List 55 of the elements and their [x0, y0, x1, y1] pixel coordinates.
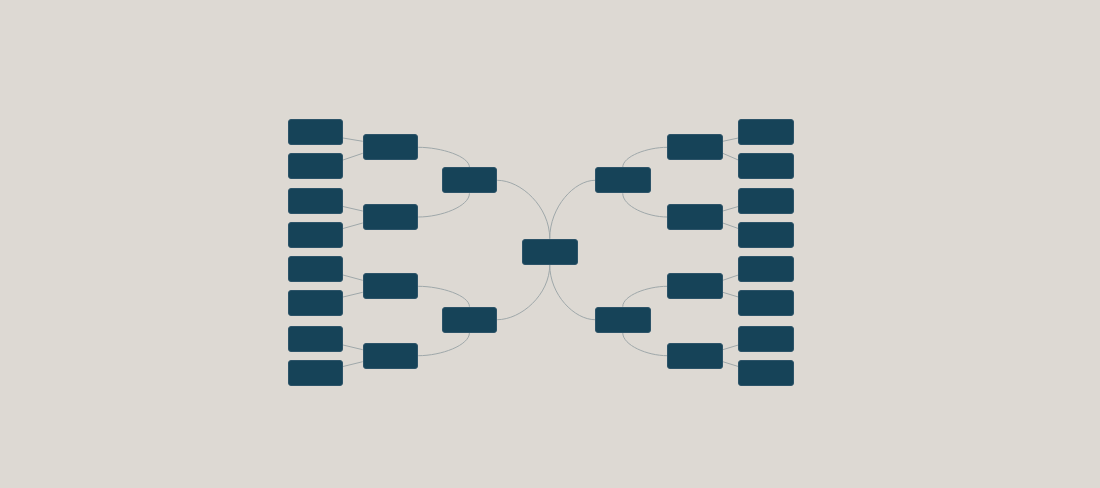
connector-line [342, 206, 364, 212]
node-box [738, 153, 794, 179]
node-box [287, 119, 343, 145]
connector-line [342, 274, 364, 281]
node-box [667, 342, 723, 369]
node-box [287, 256, 343, 282]
connector-line [622, 332, 668, 357]
connector-line [622, 285, 668, 308]
node-box [362, 204, 419, 230]
node-box [287, 290, 343, 316]
node-box [287, 153, 343, 179]
node-box [595, 306, 651, 333]
node-box [738, 187, 794, 214]
connector-line [722, 344, 739, 351]
node-box [667, 273, 723, 300]
connector-line [722, 222, 739, 229]
node-box [287, 359, 343, 386]
node-box [362, 273, 419, 300]
node-box [287, 326, 343, 352]
connector-line [549, 264, 596, 321]
connector-line [342, 222, 364, 229]
connector-line [722, 291, 739, 298]
node-box [362, 134, 419, 161]
connector-line [722, 206, 739, 212]
node-box [595, 167, 651, 194]
connector-line [342, 344, 364, 351]
connector-line [342, 152, 364, 161]
node-box [441, 306, 498, 333]
node-box [522, 238, 578, 265]
connector-line [722, 152, 739, 161]
node-box [738, 256, 794, 282]
node-box [287, 221, 343, 248]
node-box [287, 187, 343, 214]
connector-line [417, 332, 470, 357]
node-box [738, 326, 794, 352]
node-box [441, 167, 498, 194]
node-box [667, 204, 723, 230]
connector-line [417, 146, 470, 168]
node-box [738, 359, 794, 386]
connector-line [417, 192, 470, 218]
node-box [738, 221, 794, 248]
connector-line [722, 274, 739, 281]
connector-line [417, 285, 470, 308]
connector-line [622, 146, 668, 168]
connector-line [722, 361, 739, 367]
connector-line [622, 192, 668, 218]
node-box [738, 119, 794, 145]
connector-line [722, 137, 739, 142]
connector-line [342, 291, 364, 298]
connector-line [549, 179, 596, 240]
connector-line [342, 137, 364, 142]
node-box [738, 290, 794, 316]
connector-line [342, 361, 364, 367]
node-box [362, 342, 419, 369]
node-box [667, 134, 723, 161]
